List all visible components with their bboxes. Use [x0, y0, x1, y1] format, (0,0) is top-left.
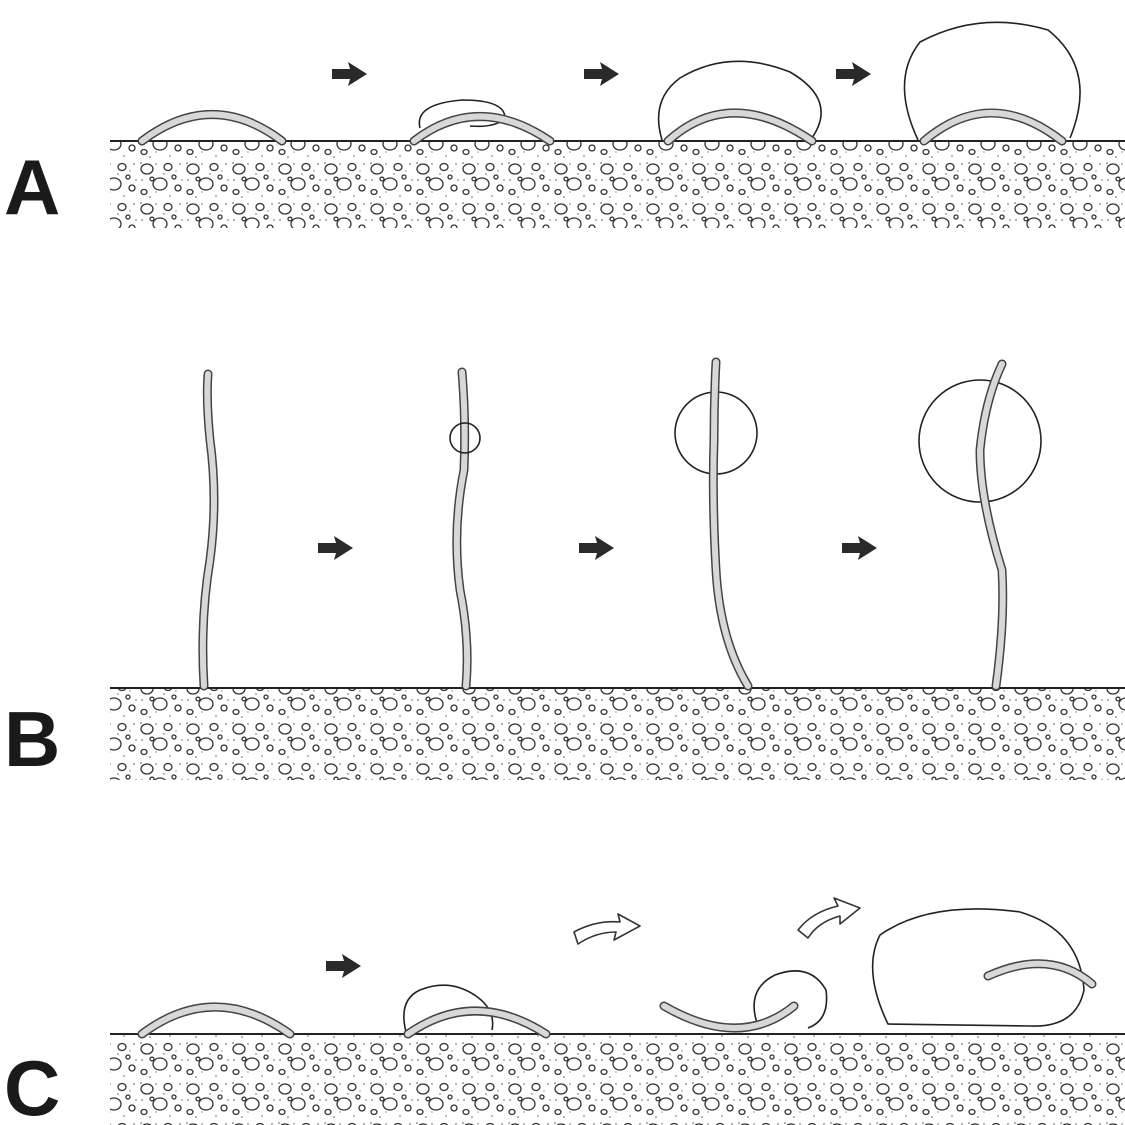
droplet [904, 22, 1080, 140]
step-arrow-icon [842, 536, 877, 560]
soil-layer-a [110, 141, 1125, 228]
panel-label-b: B [4, 695, 60, 783]
panel-c: C [4, 898, 1125, 1125]
step-arrow-icon [836, 62, 871, 86]
step-arrow-icon [326, 954, 361, 978]
stage-a4 [904, 22, 1080, 141]
stage-a1 [142, 115, 282, 142]
hypha [713, 362, 748, 686]
stage-c2 [404, 985, 546, 1034]
stage-c1 [142, 1007, 290, 1034]
step-arrow-icon [584, 62, 619, 86]
step-arrow-icon [579, 536, 614, 560]
panel-label-c: C [4, 1044, 60, 1125]
panel-a: A [4, 22, 1125, 231]
stage-c4 [873, 909, 1092, 1026]
stage-a2 [414, 100, 550, 141]
stage-b3 [675, 362, 757, 686]
soil-layer-c [110, 1034, 1125, 1125]
panel-b: B [4, 362, 1125, 783]
stage-c3 [664, 971, 827, 1028]
stage-b4 [919, 364, 1041, 686]
stage-b2 [450, 372, 480, 686]
stage-a3 [659, 61, 822, 141]
soil-layer-b [110, 688, 1125, 780]
drift-arrow-icon [798, 898, 860, 938]
panel-label-a: A [4, 143, 60, 231]
drift-arrow-icon [574, 914, 640, 944]
stage-b1 [203, 374, 214, 686]
step-arrow-icon [318, 536, 353, 560]
step-arrow-icon [332, 62, 367, 86]
